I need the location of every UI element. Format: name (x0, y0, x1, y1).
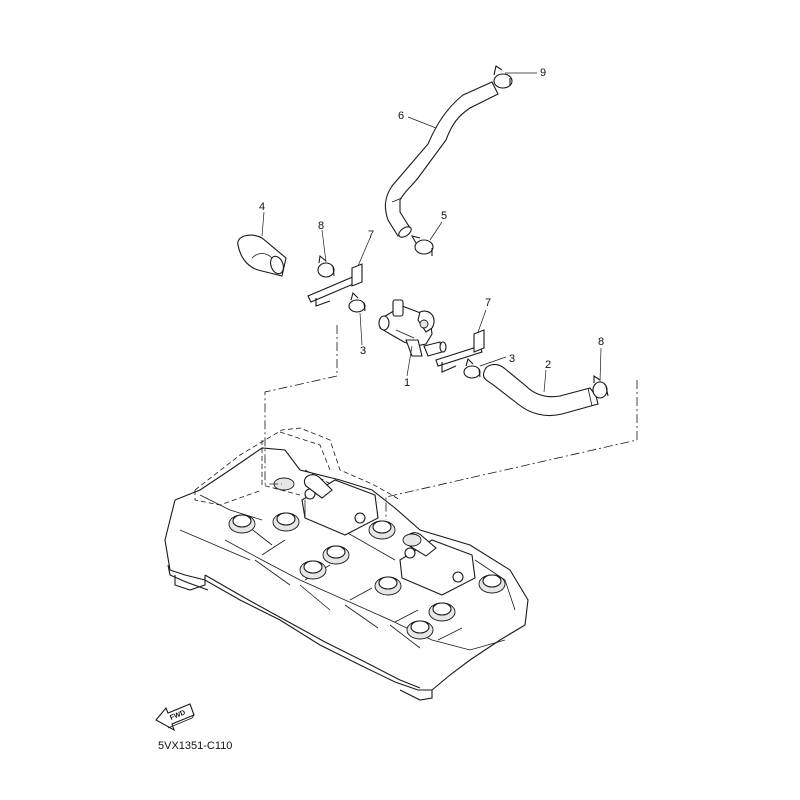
callout-8-left: 8 (318, 220, 324, 232)
clamp-part-5 (410, 235, 434, 256)
fwd-arrow-icon: FWD (155, 703, 195, 732)
callout-6: 6 (398, 110, 404, 122)
callout-7-right: 7 (485, 297, 491, 309)
connection-lines (264, 325, 638, 520)
callout-3-left: 3 (360, 345, 366, 357)
clamp-part-3-left (348, 291, 366, 313)
drawing-code: 5VX1351-C110 (158, 740, 232, 752)
cylinder-head-cover (164, 427, 529, 701)
callout-4: 4 (259, 201, 265, 213)
clamp-part-3-right (463, 357, 481, 379)
clamp-part-9 (493, 65, 513, 89)
callout-labels: 1 2 3 3 4 5 6 7 7 8 8 9 (259, 67, 604, 389)
clamp-part-8-right (592, 374, 609, 399)
callout-7-left: 7 (368, 229, 374, 241)
leader-lines (261, 72, 602, 393)
callout-2: 2 (545, 359, 551, 371)
air-cutoff-valve-part-1 (378, 299, 447, 357)
callout-9: 9 (540, 67, 546, 79)
callout-8-right: 8 (598, 336, 604, 348)
callout-3-right: 3 (509, 353, 515, 365)
bracket-part-7-left (307, 263, 363, 307)
clamp-part-8-left (317, 254, 335, 278)
hose-part-4 (237, 234, 287, 277)
callout-5: 5 (441, 210, 447, 222)
callout-1: 1 (404, 377, 410, 389)
hose-part-6 (384, 81, 499, 238)
hose-part-2 (482, 363, 599, 417)
bracket-part-7-right (435, 329, 485, 373)
